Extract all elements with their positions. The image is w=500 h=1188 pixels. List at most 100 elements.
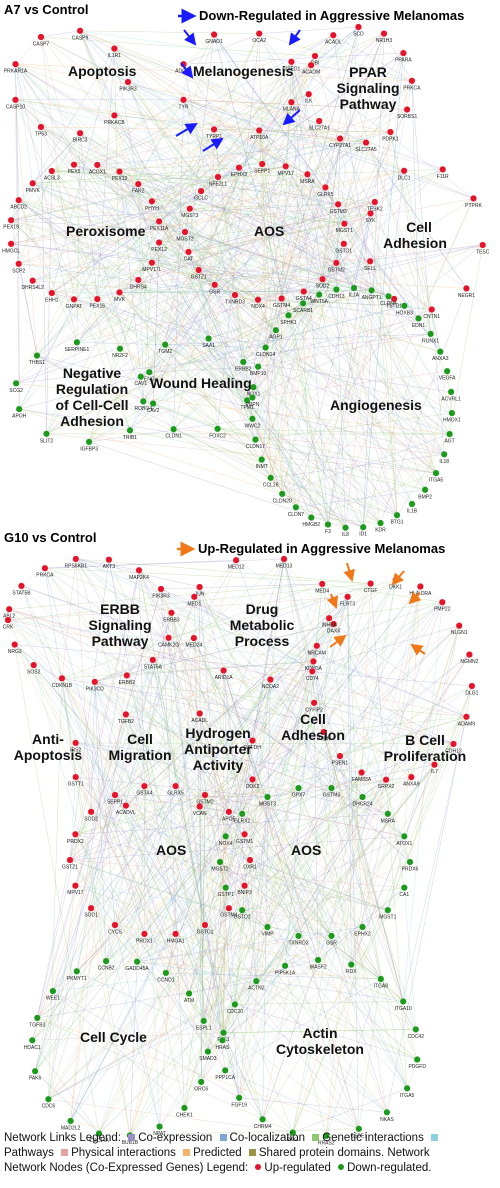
group-wound-healing: Wound Healing — [150, 375, 252, 391]
network-edge — [51, 292, 266, 348]
gene-node-down: ITGA5 — [400, 1084, 415, 1099]
network-edge — [40, 36, 75, 165]
network-edge — [140, 169, 443, 377]
network-edge — [199, 713, 224, 1033]
network-edge — [114, 115, 341, 139]
network-edge — [119, 171, 450, 435]
network-edge — [15, 64, 81, 134]
gene-label: ITGA5 — [429, 478, 444, 484]
network-edge — [73, 164, 144, 402]
network-edge — [183, 33, 260, 65]
gene-dot — [267, 474, 275, 482]
gene-node-up: MED24 — [186, 634, 202, 649]
gene-label: NPAT — [153, 1131, 166, 1137]
network-edge — [69, 859, 299, 937]
network-edge — [137, 924, 206, 962]
gene-label: HLA-DRA — [409, 591, 432, 597]
gene-dot — [238, 810, 246, 818]
network-edge — [207, 926, 363, 1052]
gene-label: GLRX5 — [167, 791, 184, 797]
network-edge — [46, 129, 215, 434]
network-edge — [173, 429, 381, 524]
gene-node-up: PIK3R3 — [119, 78, 137, 93]
gene-label: CDC6 — [42, 1104, 56, 1110]
network-edge — [7, 583, 371, 621]
gene-dot — [315, 117, 323, 125]
network-edge — [386, 685, 473, 1113]
gene-node-down: BMP10 — [250, 363, 267, 377]
network-edge — [76, 169, 443, 343]
gene-node-down: CDC14A — [89, 1129, 110, 1144]
network-edge — [283, 558, 404, 1002]
gene-label: SCG2 — [9, 388, 23, 394]
network-edge — [199, 731, 324, 807]
gene-label: CYFIP2 — [305, 707, 323, 713]
network-edge — [119, 171, 371, 262]
gene-dot — [340, 240, 348, 248]
network-edge — [292, 1088, 408, 1133]
gene-label: WWC2 — [244, 423, 260, 429]
network-edge — [259, 130, 405, 306]
network-edge — [33, 665, 190, 994]
gene-label: NRG3 — [8, 649, 22, 655]
network-edge — [219, 861, 388, 911]
network-edge — [453, 685, 473, 744]
gene-dot — [70, 295, 78, 303]
gene-node-up: PRDX2 — [67, 830, 84, 845]
gene-label: NKAS — [380, 1117, 394, 1123]
gene-node-down: SLIT2 — [40, 430, 53, 444]
network-edge — [51, 292, 75, 300]
network-edge — [7, 619, 127, 676]
network-edge — [144, 933, 185, 1108]
gene-node-up: PRKAR1A — [4, 60, 28, 75]
network-edge — [69, 777, 76, 861]
gene-dot — [278, 295, 286, 303]
network-edge — [313, 661, 332, 789]
gene-dot — [443, 367, 451, 375]
network-edge — [213, 34, 419, 319]
network-edge — [97, 164, 329, 525]
gene-label: BTG1 — [390, 520, 403, 526]
network-edge — [184, 231, 450, 435]
network-edge — [15, 64, 326, 188]
network-edge — [151, 26, 359, 202]
network-edge — [125, 714, 293, 1133]
gene-label: RDX — [346, 969, 357, 975]
gene-node-up: GSTM2 — [328, 259, 345, 273]
gene-label: IL1A — [349, 293, 360, 299]
network-edge — [129, 625, 460, 1136]
gene-label: ILK — [305, 99, 313, 105]
gene-label: SOD2 — [316, 284, 330, 290]
network-edge — [323, 618, 330, 733]
gene-label: GSTM3 — [323, 793, 340, 799]
network-edge — [79, 133, 98, 300]
gene-label: PAK6 — [29, 1076, 42, 1082]
network-edge — [114, 48, 405, 171]
network-edge — [94, 681, 332, 937]
gene-label: RUNX1 — [422, 338, 439, 344]
gene-dot — [266, 676, 274, 684]
gene-dot — [43, 430, 51, 438]
network-edge — [194, 596, 412, 778]
network-edge — [129, 130, 260, 431]
network-edge — [193, 638, 332, 936]
gene-dot — [329, 31, 337, 39]
gene-node-down: SMAD3 — [199, 1048, 217, 1062]
network-edge — [158, 33, 260, 222]
network-edge — [136, 961, 359, 1129]
gene-dot — [33, 352, 41, 360]
network-edge — [238, 167, 432, 310]
gene-label: CAV2 — [147, 408, 160, 414]
network-edge — [32, 183, 139, 281]
gene-label: PRKAR1A — [4, 69, 28, 75]
network-edge — [48, 743, 454, 1100]
svg-text:Metabolic: Metabolic — [230, 617, 295, 633]
gene-label: IL7 — [431, 769, 438, 775]
gene-dot — [262, 344, 270, 352]
gene-node-up: CDH13 — [445, 740, 462, 754]
gene-label: MPV17L — [142, 267, 161, 273]
svg-text:Cell: Cell — [300, 711, 326, 727]
network-edge — [105, 679, 271, 962]
gene-label: EDN1 — [412, 323, 426, 329]
network-edge — [149, 26, 359, 373]
